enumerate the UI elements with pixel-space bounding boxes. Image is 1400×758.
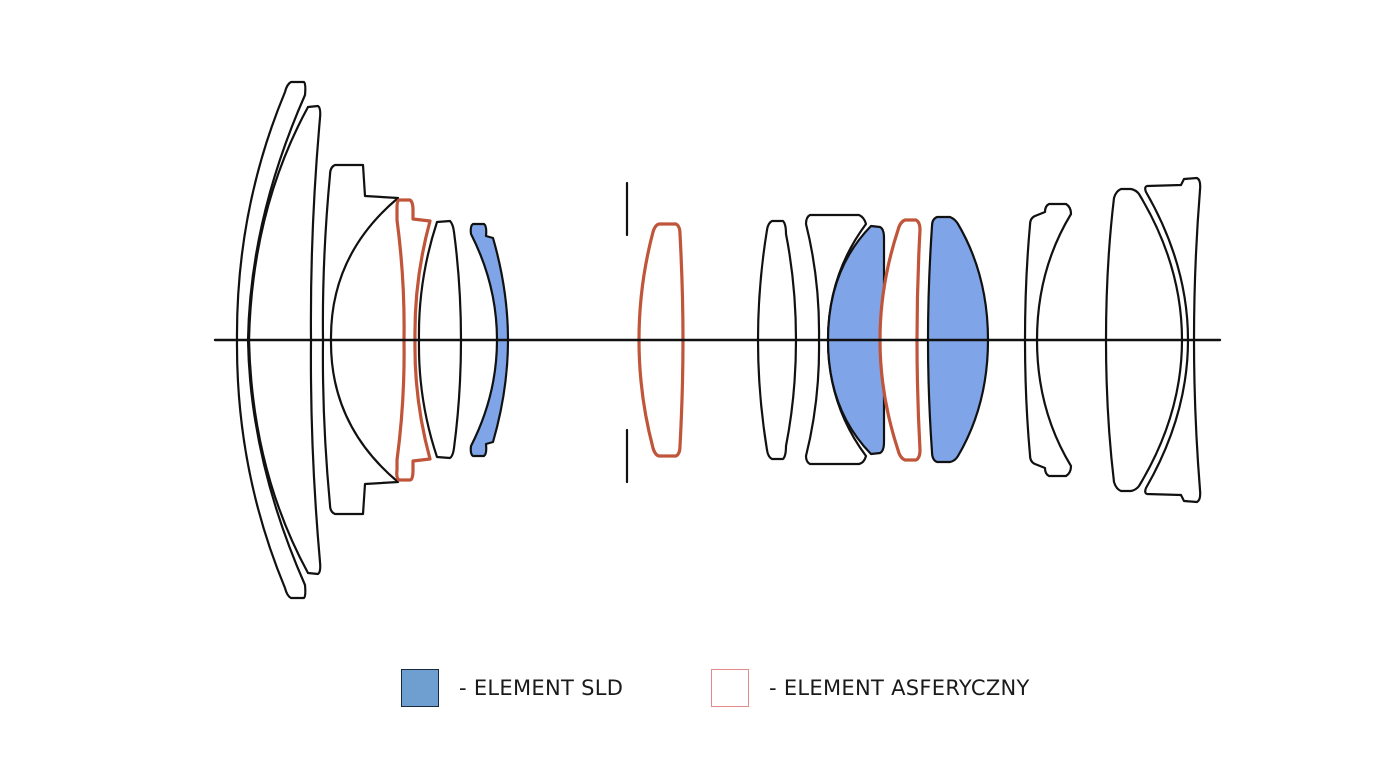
- lens-element-9: [804, 213, 868, 466]
- lens-element-3: [321, 163, 400, 516]
- lens-element-15: [1144, 176, 1202, 504]
- legend-sld-label: - ELEMENT SLD: [459, 676, 624, 700]
- legend-item-sld: - ELEMENT SLD: [401, 668, 623, 708]
- lens-element-6-sld: [469, 222, 510, 458]
- lens-element-13: [1023, 202, 1073, 478]
- legend-sld-swatch: [401, 669, 439, 707]
- legend-aspherical-swatch: [711, 669, 749, 707]
- lens-element-1: [235, 80, 307, 600]
- legend-aspherical-label: - ELEMENT ASFERYCZNY: [769, 676, 1030, 700]
- lens-construction-diagram: [213, 80, 1222, 600]
- legend-item-aspherical: - ELEMENT ASFERYCZNY: [711, 668, 1030, 708]
